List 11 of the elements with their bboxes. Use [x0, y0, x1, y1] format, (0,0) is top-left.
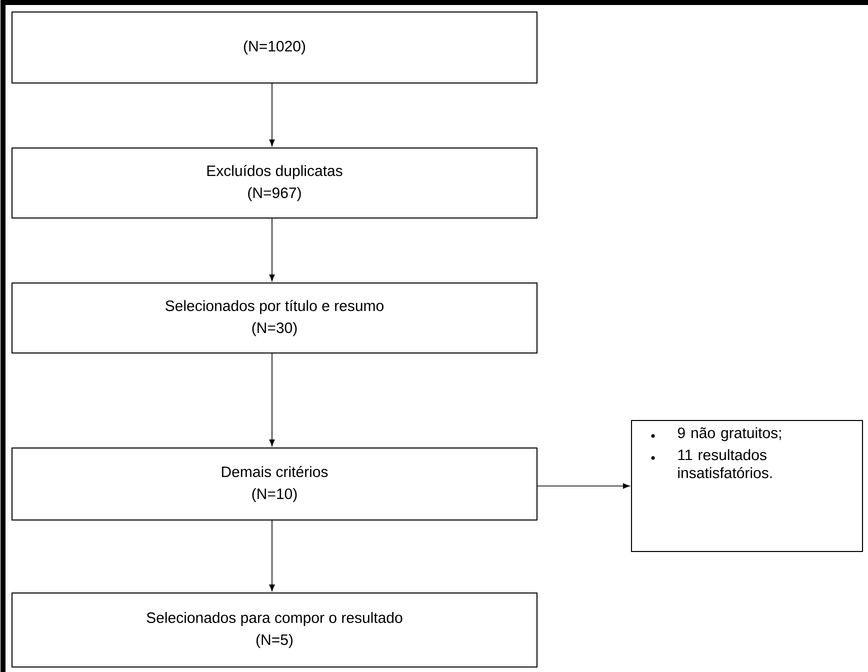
list-box: 9 não gratuitos; 11 resultados insatisfatórios.	[631, 420, 863, 552]
arrow	[269, 520, 275, 592]
arrow	[269, 218, 275, 282]
arrow	[269, 353, 275, 446]
process-box: Selecionados para compor o resultado (N=5)	[12, 592, 538, 668]
process-box: Demais critérios (N=10)	[12, 447, 538, 520]
arrow	[269, 83, 275, 146]
process-box: (N=1020)	[12, 12, 538, 84]
process-box: Selecionados por título e resumo (N=30)	[12, 282, 538, 354]
arrow	[537, 483, 630, 489]
process-box: Excluídos duplicatas (N=967)	[12, 148, 538, 218]
